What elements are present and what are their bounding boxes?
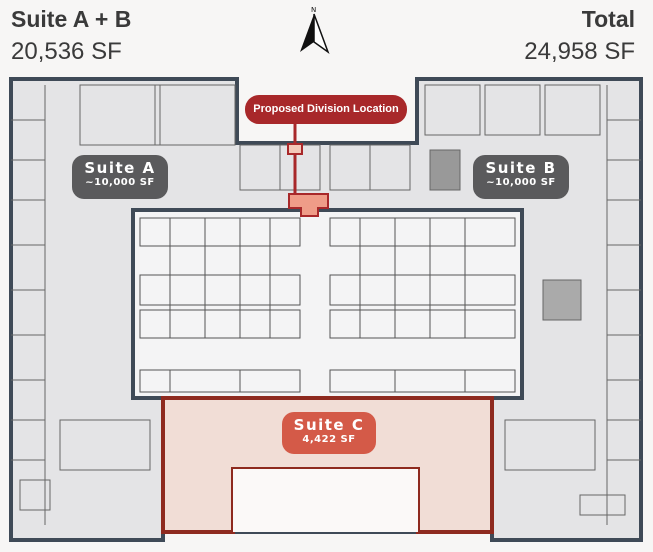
suite-a-label: Suite A ~10,000 SF — [72, 155, 168, 199]
total-title: Total — [581, 6, 635, 32]
suite-b-name: Suite B — [485, 159, 557, 177]
suite-b-area: ~10,000 SF — [486, 177, 556, 188]
suite-ab-title: Suite A + B — [11, 6, 132, 32]
core-rooms — [139, 217, 516, 393]
north-label: N — [311, 6, 316, 14]
suite-c-name: Suite C — [293, 416, 365, 434]
building-core — [131, 208, 524, 400]
proposed-division-callout: Proposed Division Location — [245, 95, 407, 124]
total-area: 24,958 SF — [524, 38, 635, 65]
north-arrow-icon: N — [300, 6, 330, 55]
suite-c-area: 4,422 SF — [302, 434, 356, 445]
suite-a-name: Suite A — [84, 159, 156, 177]
division-location-marker — [288, 193, 329, 217]
suite-a-area: ~10,000 SF — [85, 177, 155, 188]
suite-c-label: Suite C 4,422 SF — [282, 412, 376, 454]
suite-ab-area: 20,536 SF — [11, 38, 122, 65]
perimeter-offices — [11, 84, 641, 525]
suite-b-label: Suite B ~10,000 SF — [473, 155, 569, 199]
